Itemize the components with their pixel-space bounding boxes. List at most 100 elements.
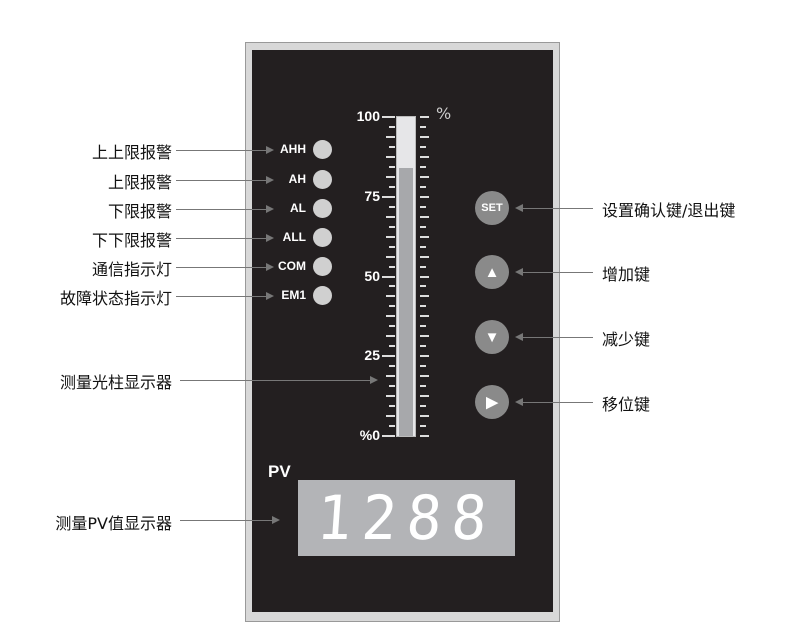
scale-tick xyxy=(389,365,395,368)
callout-label: 减少键 xyxy=(602,330,651,349)
scale-tick xyxy=(389,245,395,248)
scale-tick xyxy=(386,155,395,158)
scale-tick xyxy=(420,215,429,218)
scale-tick xyxy=(420,375,429,378)
scale-tick xyxy=(420,335,429,338)
led-label: COM xyxy=(278,259,306,273)
scale-tick xyxy=(386,395,395,398)
scale-tick xyxy=(389,425,395,428)
set-text: SET xyxy=(481,202,503,214)
callout-line xyxy=(176,267,266,268)
scale-label: 75 xyxy=(364,187,380,204)
led-indicator xyxy=(313,140,332,159)
scale-label: 25 xyxy=(364,347,380,364)
callout-label: 设置确认键/退出键 xyxy=(602,201,736,220)
callout-line xyxy=(523,402,593,403)
callout-line xyxy=(176,296,266,297)
callout-label: 下限报警 xyxy=(107,202,172,221)
arrow-icon xyxy=(266,205,274,213)
arrow-icon xyxy=(370,376,378,384)
led-indicator xyxy=(313,170,332,189)
arrow-icon xyxy=(266,234,274,242)
callout-line xyxy=(523,272,593,273)
scale-tick xyxy=(389,385,395,388)
scale-major-tick xyxy=(382,275,395,278)
callout-line xyxy=(180,380,370,381)
callout-label: 上限报警 xyxy=(107,173,172,192)
led-label: AL xyxy=(290,201,306,215)
scale-tick xyxy=(420,195,429,198)
scale-tick xyxy=(420,425,426,428)
pv-label: PV xyxy=(268,462,291,481)
scale-tick xyxy=(386,415,395,418)
shift-right-icon: ▶ xyxy=(486,394,498,411)
arrow-icon xyxy=(515,204,523,212)
arrow-icon xyxy=(515,268,523,276)
callout-label: 增加键 xyxy=(602,265,651,284)
scale-tick xyxy=(420,405,426,408)
pv-display: 1288 xyxy=(298,480,515,556)
up-triangle-icon: ▲ xyxy=(484,263,500,281)
callout-label: 测量光柱显示器 xyxy=(59,373,172,392)
arrow-icon xyxy=(266,292,274,300)
scale-major-tick xyxy=(382,355,395,358)
callout-line xyxy=(176,209,266,210)
scale-tick xyxy=(389,325,395,328)
scale-tick xyxy=(389,345,395,348)
scale-major-tick xyxy=(382,116,395,118)
scale-tick xyxy=(389,405,395,408)
scale-tick xyxy=(389,165,395,168)
callout-label: 测量PV值显示器 xyxy=(55,514,172,533)
scale-tick xyxy=(386,375,395,378)
scale-tick xyxy=(389,265,395,268)
scale-tick xyxy=(420,395,429,398)
callout-label: 上上限报警 xyxy=(91,143,172,162)
shift-button[interactable]: ▶ xyxy=(475,385,509,419)
scale-tick xyxy=(420,185,426,188)
led-label: AHH xyxy=(280,142,306,156)
scale-tick xyxy=(420,265,426,268)
scale-unit: % xyxy=(436,104,452,123)
increase-button[interactable]: ▲ xyxy=(475,255,509,289)
arrow-icon xyxy=(266,263,274,271)
arrow-icon xyxy=(266,176,274,184)
scale-tick xyxy=(386,295,395,298)
arrow-icon xyxy=(515,398,523,406)
led-indicator xyxy=(313,228,332,247)
decrease-button[interactable]: ▼ xyxy=(475,320,509,354)
scale-tick xyxy=(420,365,426,368)
scale-tick xyxy=(389,305,395,308)
set-button[interactable]: SET xyxy=(475,191,509,225)
scale-tick xyxy=(420,295,429,298)
scale-tick xyxy=(386,255,395,258)
led-indicator xyxy=(313,286,332,305)
scale-tick xyxy=(420,415,429,418)
scale-tick xyxy=(420,145,426,148)
callout-label: 通信指示灯 xyxy=(91,260,172,279)
scale-tick xyxy=(389,125,395,128)
callout-line xyxy=(180,520,272,521)
scale-tick xyxy=(420,345,426,348)
scale-tick xyxy=(420,135,429,138)
scale-tick xyxy=(420,275,429,278)
scale-tick xyxy=(420,385,426,388)
scale-tick xyxy=(386,335,395,338)
scale-tick xyxy=(386,135,395,138)
scale-tick xyxy=(420,305,426,308)
scale-label: 50 xyxy=(364,267,380,284)
pv-value: 1288 xyxy=(314,482,499,554)
scale-label: 100 xyxy=(356,108,380,124)
callout-line xyxy=(176,238,266,239)
down-triangle-icon: ▼ xyxy=(484,328,500,346)
callout-label: 移位键 xyxy=(602,395,651,414)
callout-label: 故障状态指示灯 xyxy=(59,289,172,308)
led-indicator xyxy=(313,199,332,218)
scale-tick xyxy=(420,175,429,178)
scale-tick xyxy=(420,155,429,158)
callout-line xyxy=(523,337,593,338)
scale-tick xyxy=(420,325,426,328)
scale-tick xyxy=(420,285,426,288)
led-label: AH xyxy=(288,172,306,186)
callout-line xyxy=(176,150,266,151)
callout-line xyxy=(523,208,593,209)
